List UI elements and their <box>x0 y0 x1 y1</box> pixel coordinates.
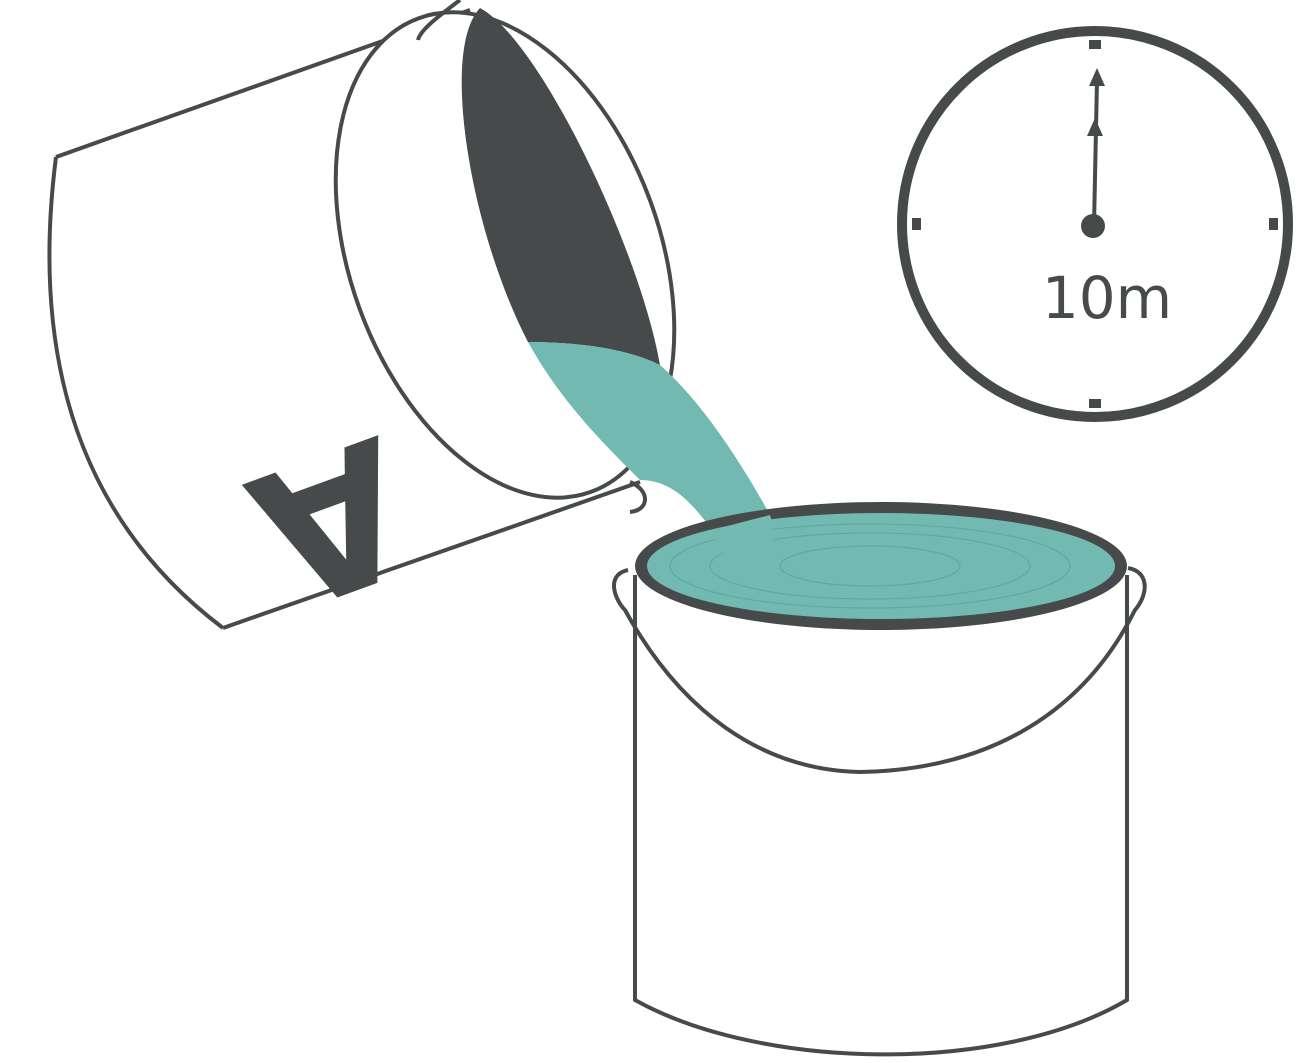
clock-label: 10m <box>1042 264 1172 332</box>
source-bucket-paint <box>528 342 770 530</box>
clock-tick-3 <box>1269 218 1278 230</box>
clock-tick-12 <box>1089 40 1101 49</box>
source-bucket-handle <box>416 0 647 514</box>
source-bucket-interior <box>461 8 660 365</box>
clock-tick-6 <box>1089 399 1101 408</box>
target-can-body <box>633 575 1129 1057</box>
target-can-handle <box>612 566 1147 775</box>
source-bucket-letter: A <box>226 393 440 651</box>
clock-hour-hand-tip <box>1087 118 1103 136</box>
clock-minute-hand <box>1092 79 1099 227</box>
target-paint-can <box>612 502 1147 1057</box>
paint-stream <box>712 515 774 560</box>
clock-tick-9 <box>912 218 921 230</box>
clock-minute-hand-tip <box>1089 68 1105 86</box>
clock-icon: 10m <box>897 26 1293 422</box>
paint-ripples <box>669 523 1071 609</box>
clock-center <box>1081 214 1105 238</box>
